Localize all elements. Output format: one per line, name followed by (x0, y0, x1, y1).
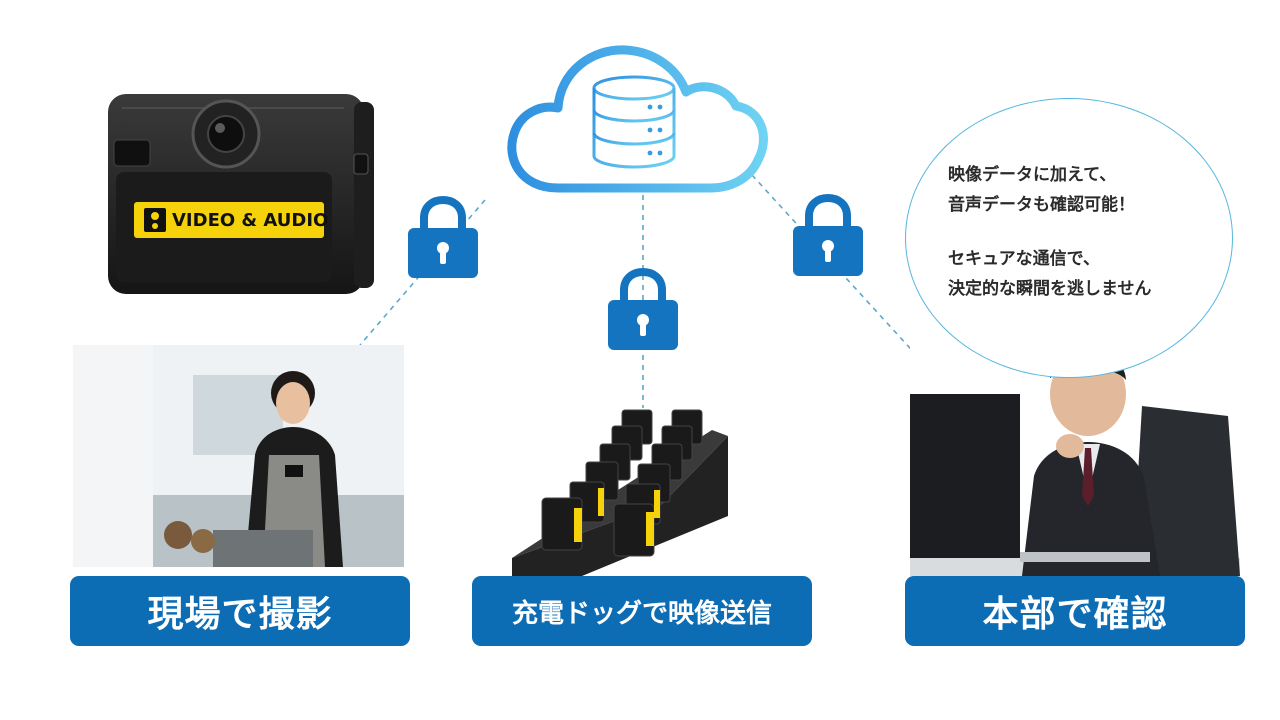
bubble-line-3: セキュアな通信で、 (948, 249, 1100, 269)
camera-sticker-text: VIDEO & AUDIO (172, 210, 329, 231)
lock-icon (793, 194, 863, 276)
bubble-line-4: 決定的な瞬間を逃しません (948, 279, 1152, 299)
database-icon (592, 75, 676, 169)
bubble-line-1: 映像データに加えて、 (948, 165, 1117, 185)
speech-bubble (905, 98, 1233, 378)
bubble-line-2: 音声データも確認可能！ (948, 195, 1135, 215)
label-field-recording: 現場で撮影 (70, 576, 410, 646)
body-camera-image: VIDEO & AUDIO (104, 92, 376, 298)
shop-staff-photo (73, 345, 404, 567)
charging-dock-photo (512, 408, 728, 576)
lock-icon (408, 196, 478, 278)
label-hq-review: 本部で確認 (905, 576, 1245, 646)
label-dock-transmission: 充電ドッグで映像送信 (472, 576, 812, 646)
lock-icon (608, 268, 678, 350)
cloud-icon (507, 45, 768, 193)
speaker-icon (144, 208, 166, 232)
